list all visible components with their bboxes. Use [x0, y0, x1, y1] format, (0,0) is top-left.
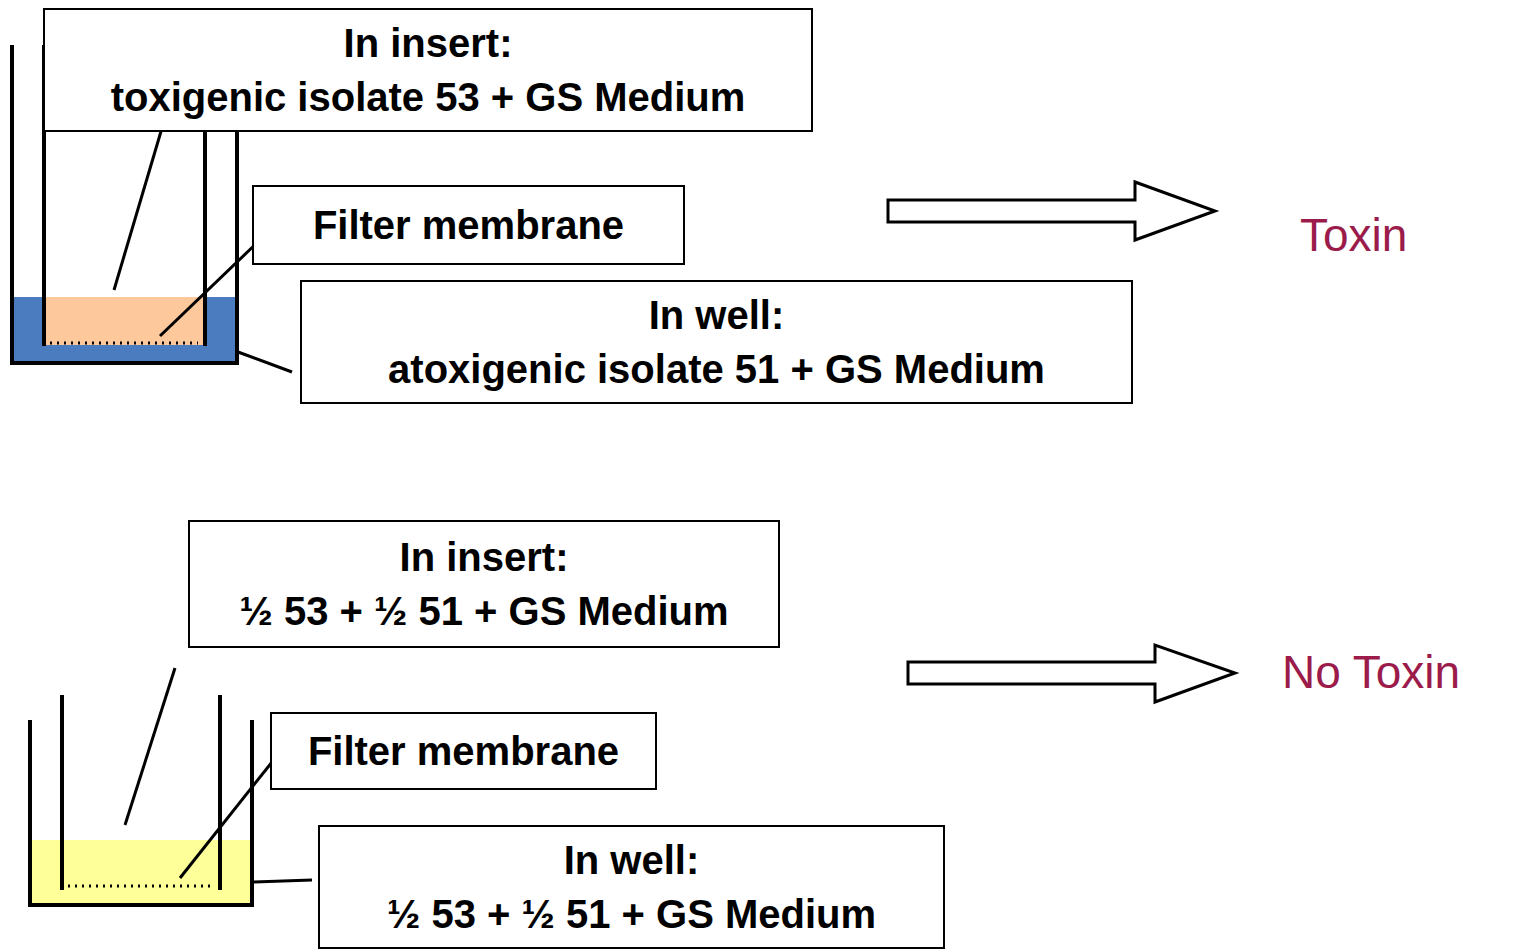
text-box: In insert:toxigenic isolate 53 + GS Medi…: [43, 8, 813, 132]
result-label: Toxin: [1300, 207, 1407, 263]
result-arrow: [888, 182, 1215, 240]
box-text: Filter membrane: [308, 724, 619, 778]
leader-line: [238, 352, 292, 372]
text-box: In well:atoxigenic isolate 51 + GS Mediu…: [300, 280, 1133, 404]
insert-wall: [60, 695, 64, 890]
box-text: In well:: [564, 833, 700, 887]
filter-membrane: [50, 342, 198, 345]
result-label: No Toxin: [1282, 644, 1460, 700]
well-bottom: [28, 903, 254, 907]
box-text: In well:: [649, 288, 785, 342]
box-text: In insert:: [400, 530, 569, 584]
box-text: ½ 53 + ½ 51 + GS Medium: [239, 584, 728, 638]
well-bottom: [10, 361, 239, 365]
leader-line: [253, 880, 312, 882]
text-box: Filter membrane: [270, 712, 657, 790]
box-text: toxigenic isolate 53 + GS Medium: [111, 70, 746, 124]
text-box: In well:½ 53 + ½ 51 + GS Medium: [318, 825, 945, 949]
box-text: atoxigenic isolate 51 + GS Medium: [388, 342, 1045, 396]
leader-line: [114, 128, 162, 290]
well-wall: [28, 720, 32, 907]
result-arrow: [908, 645, 1235, 702]
box-text: ½ 53 + ½ 51 + GS Medium: [387, 887, 876, 941]
leader-line: [180, 762, 272, 878]
filter-membrane: [68, 885, 214, 888]
box-text: In insert:: [344, 16, 513, 70]
text-box: Filter membrane: [252, 185, 685, 265]
box-text: Filter membrane: [313, 198, 624, 252]
leader-line: [160, 238, 262, 336]
insert-medium: [44, 297, 205, 345]
leader-line: [125, 668, 175, 825]
insert-wall: [218, 695, 222, 890]
well-wall: [250, 720, 254, 907]
text-box: In insert:½ 53 + ½ 51 + GS Medium: [188, 520, 780, 648]
well-wall: [10, 45, 14, 365]
